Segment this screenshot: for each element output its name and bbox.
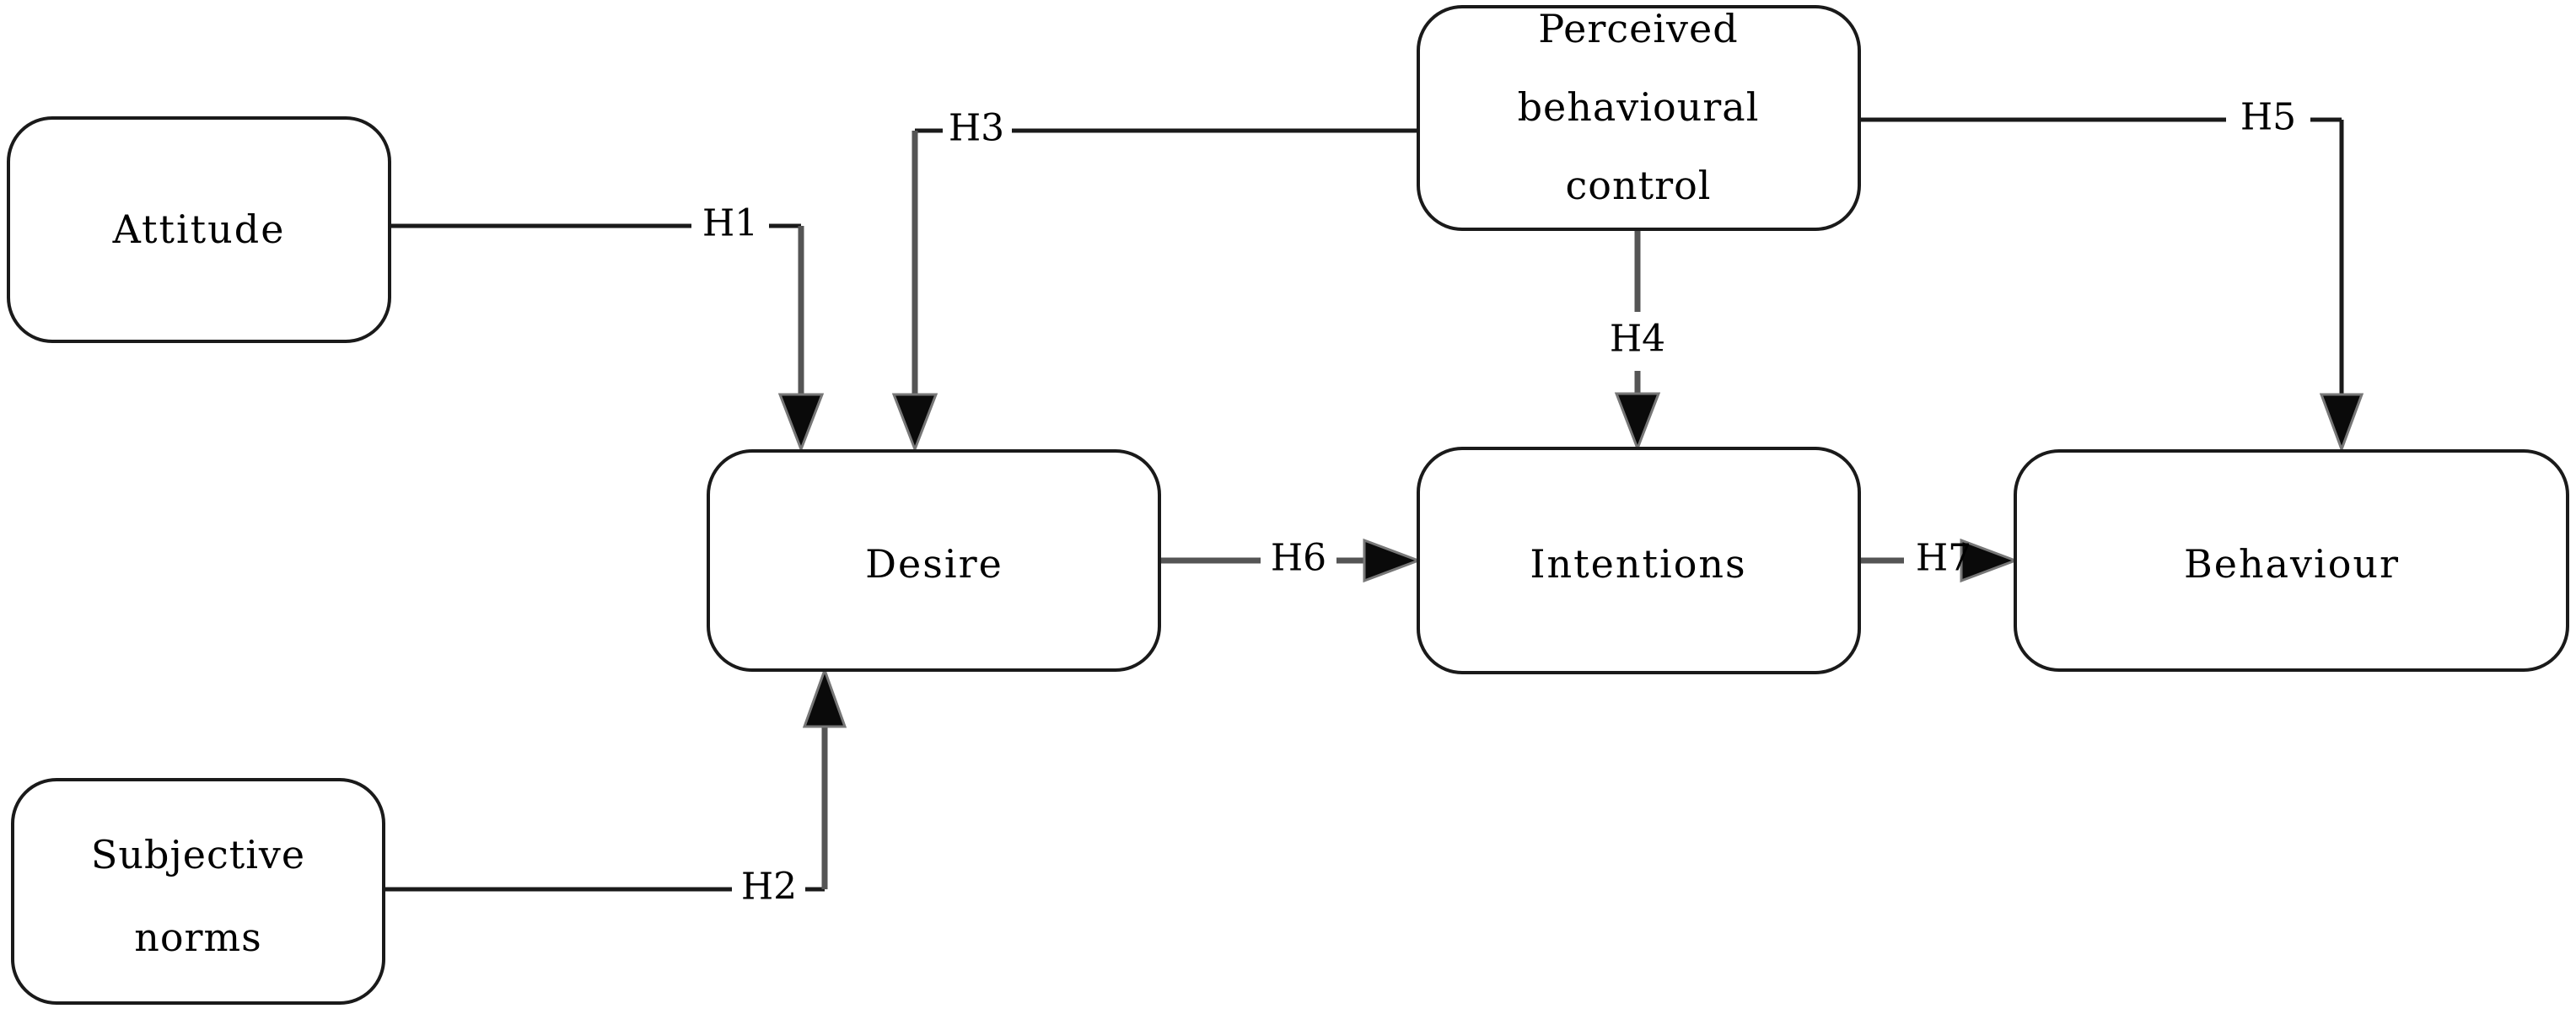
node-perceived-behavioural-control-box[interactable]: [1417, 5, 1861, 231]
node-pbc-label-line-2: behavioural: [1518, 84, 1760, 130]
node-intentions[interactable]: Intentions: [1417, 447, 1861, 674]
edge-h3-arrowhead: [891, 393, 938, 453]
edge-h5-arrowhead: [2319, 393, 2364, 453]
edge-h5: H5: [1859, 96, 2364, 453]
node-desire-label: Desire: [865, 541, 1003, 587]
node-intentions-box[interactable]: [1417, 447, 1861, 674]
edge-h2-arrowhead: [802, 666, 847, 728]
node-subjective-norms[interactable]: Subjective norms: [11, 778, 385, 1005]
edge-h6-arrowhead: [1363, 538, 1422, 583]
edge-h7-arrowhead: [1960, 538, 2019, 583]
node-attitude[interactable]: Attitude: [7, 116, 391, 343]
edge-h7-label: H7: [1916, 537, 1971, 580]
edge-h1: H1: [390, 202, 825, 453]
edge-h4: H4: [1610, 229, 1665, 453]
edge-h3: H3: [891, 107, 1418, 453]
edge-h4-label: H4: [1610, 318, 1665, 361]
edge-h5-label: H5: [2240, 96, 2296, 139]
node-perceived-behavioural-control[interactable]: Perceived behavioural control: [1417, 5, 1861, 231]
node-behaviour-label: Behaviour: [2184, 541, 2400, 587]
edge-h6-label: H6: [1271, 537, 1326, 580]
node-subjective-norms-box[interactable]: [11, 778, 385, 1005]
node-behaviour-box[interactable]: [2014, 449, 2569, 672]
node-intentions-label: Intentions: [1530, 541, 1746, 587]
edge-h3-label: H3: [949, 107, 1004, 150]
edge-h6: H6: [1159, 537, 1422, 583]
node-pbc-label-line-3: control: [1566, 163, 1712, 208]
edge-h4-arrowhead: [1614, 392, 1661, 453]
node-behaviour[interactable]: Behaviour: [2014, 449, 2569, 672]
node-desire[interactable]: Desire: [707, 449, 1161, 672]
edge-h2-label: H2: [741, 866, 797, 909]
node-attitude-box[interactable]: [7, 116, 391, 343]
edge-h7: H7: [1859, 537, 2019, 583]
edge-h1-label: H1: [702, 202, 758, 245]
edge-h1-arrowhead: [777, 393, 825, 453]
node-subjective-norms-label-line-2: norms: [134, 915, 262, 960]
node-desire-box[interactable]: [707, 449, 1161, 672]
node-pbc-label-line-1: Perceived: [1538, 6, 1738, 51]
node-subjective-norms-label-line-1: Subjective: [91, 832, 305, 877]
node-attitude-label: Attitude: [112, 207, 286, 252]
